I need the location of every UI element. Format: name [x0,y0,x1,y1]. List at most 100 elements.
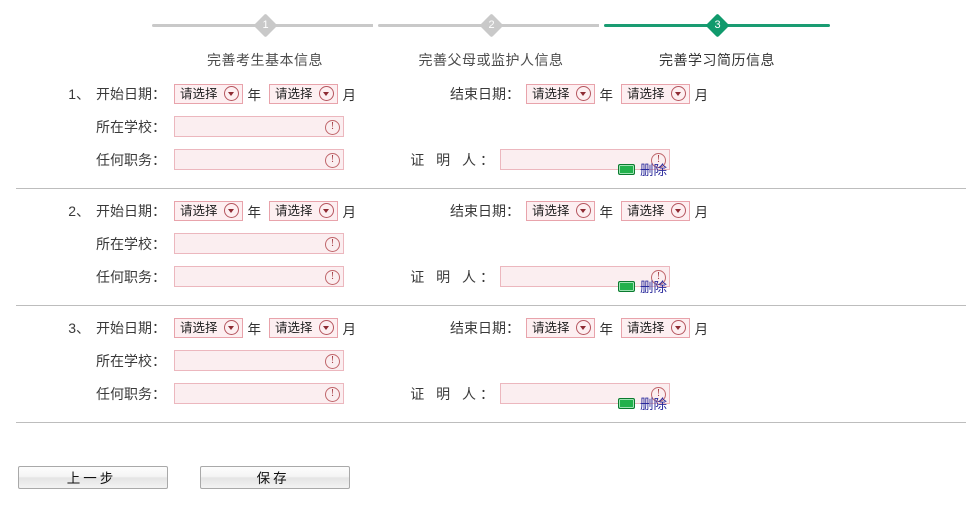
entry-1-divider [16,188,966,189]
chevron-down-icon [575,203,591,218]
entry-1-start-month-select[interactable]: 请选择 [269,83,338,104]
entry-3-school-row: 所在学校： ! [0,344,980,377]
entry-1-delete-button[interactable]: 删除 [618,159,667,179]
delete-green-icon [618,280,635,292]
entry-1-start-month-unit: 月 [342,87,357,103]
entry-3-start-month-select[interactable]: 请选择 [269,317,338,338]
entry-1-position-input[interactable] [174,149,344,170]
delete-green-icon [618,163,635,175]
entry-1-end-month-select[interactable]: 请选择 [621,83,690,104]
entry-1-end-year-value: 请选择 [532,86,570,101]
entry-3-delete-label: 删除 [640,397,667,412]
stepper-track: 1 2 3 [152,12,830,38]
entry-2-school-row: 所在学校： ! [0,227,980,260]
entry-2-start-date-label: 开始日期： [96,202,166,219]
history-entry-3: 3、 开始日期： 请选择 年 请选择 月 结束日期： 请选择 年 请选择 [0,306,980,423]
entry-1-end-date-label: 结束日期： [450,85,521,102]
entry-3-position-input[interactable] [174,383,344,404]
stepper-step-3[interactable]: 3 [599,12,830,38]
entry-1-start-year-select[interactable]: 请选择 [174,83,243,104]
entry-1-end-month-unit: 月 [694,87,709,103]
stepper-number-2: 2 [487,18,495,31]
chevron-down-icon [670,320,686,335]
entry-2-index-label: 2、 [68,202,90,219]
stepper-label-2: 完善父母或监护人信息 [418,52,564,68]
chevron-down-icon [575,86,591,101]
entry-1-index-label: 1、 [68,85,90,102]
entry-1-witness-label: 证 明 人： [410,151,498,168]
entry-2-end-year-unit: 年 [599,204,614,220]
entry-1-position-label: 任何职务： [96,151,166,168]
entry-1-delete-label: 删除 [640,163,667,178]
entry-2-end-date-label: 结束日期： [450,202,521,219]
stepper-gap-2 [373,24,378,27]
entry-2-delete-label: 删除 [640,280,667,295]
entry-1-school-input-wrap: ! [174,116,344,137]
entry-2-school-label: 所在学校： [96,235,166,252]
entry-3-position-input-wrap: ! [174,383,344,404]
entry-1-end-year-select[interactable]: 请选择 [526,83,595,104]
history-entry-2: 2、 开始日期： 请选择 年 请选择 月 结束日期： 请选择 年 请选择 [0,189,980,306]
entry-1-school-input[interactable] [174,116,344,137]
stepper-step-2[interactable]: 2 [373,12,604,38]
entry-1-end-month-value: 请选择 [627,86,665,101]
entry-2-start-month-select[interactable]: 请选择 [269,200,338,221]
entry-1-school-label: 所在学校： [96,118,166,135]
entry-3-end-year-unit: 年 [599,321,614,337]
save-button[interactable]: 保存 [199,466,350,489]
entry-2-delete-button[interactable]: 删除 [618,276,667,296]
history-entry-1: 1、 开始日期： 请选择 年 请选择 月 结束日期： 请选择 年 请选择 [0,72,980,189]
entry-1-start-month-value: 请选择 [275,86,313,101]
chevron-down-icon [670,203,686,218]
entry-3-end-month-select[interactable]: 请选择 [621,317,690,338]
entry-2-school-input[interactable] [174,233,344,254]
entry-2-position-input[interactable] [174,266,344,287]
entry-2-start-month-unit: 月 [342,204,357,220]
entry-3-end-year-select[interactable]: 请选择 [526,317,595,338]
entry-1-bottom-space [0,176,980,188]
form-footer: 上一步 保存 [0,466,980,489]
entry-3-school-label: 所在学校： [96,352,166,369]
delete-green-icon [618,397,635,409]
entry-3-bottom-space [0,410,980,422]
entry-2-start-year-select[interactable]: 请选择 [174,200,243,221]
entry-1-start-year-value: 请选择 [180,86,218,101]
stepper-marker-3: 3 [704,12,730,38]
stepper-gap-3 [599,24,604,27]
entry-3-start-year-value: 请选择 [180,320,218,335]
stepper-marker-1: 1 [252,12,278,38]
entry-1-date-row: 1、 开始日期： 请选择 年 请选择 月 结束日期： 请选择 年 请选择 [0,72,980,110]
entry-3-delete-button[interactable]: 删除 [618,393,667,413]
entry-3-position-row: 任何职务： ! 证 明 人： ! 删除 [0,377,980,413]
prev-step-button[interactable]: 上一步 [18,466,168,489]
entry-1-start-year-unit: 年 [247,87,262,103]
entry-3-index-label: 3、 [68,319,90,336]
entry-3-end-date-label: 结束日期： [450,319,521,336]
entry-1-position-input-wrap: ! [174,149,344,170]
entry-2-witness-label: 证 明 人： [410,268,498,285]
entry-2-end-month-select[interactable]: 请选择 [621,200,690,221]
entry-2-divider [16,305,966,306]
entry-1-position-row: 任何职务： ! 证 明 人： ! 删除 [0,143,980,179]
entry-2-end-year-select[interactable]: 请选择 [526,200,595,221]
entry-2-end-month-value: 请选择 [627,203,665,218]
stepper-marker-2: 2 [478,12,504,38]
stepper-label-3: 完善学习简历信息 [659,52,775,68]
entry-2-end-month-unit: 月 [694,204,709,220]
chevron-down-icon [575,320,591,335]
entry-3-position-label: 任何职务： [96,385,166,402]
stepper-number-1: 1 [261,18,269,31]
entry-3-start-year-select[interactable]: 请选择 [174,317,243,338]
entry-3-divider [16,422,966,423]
entry-3-school-input[interactable] [174,350,344,371]
wizard-stepper: 1 2 3 完善考生基本信息 完善父母或监护人信息 完善学习简历信息 [0,0,980,72]
entry-2-position-input-wrap: ! [174,266,344,287]
stepper-step-1[interactable]: 1 [152,12,378,38]
entry-3-end-year-value: 请选择 [532,320,570,335]
entry-3-start-month-value: 请选择 [275,320,313,335]
entry-1-end-year-unit: 年 [599,87,614,103]
education-history-form: 1、 开始日期： 请选择 年 请选择 月 结束日期： 请选择 年 请选择 [0,72,980,423]
chevron-down-icon [318,86,334,101]
stepper-number-3: 3 [713,18,721,31]
entry-3-date-row: 3、 开始日期： 请选择 年 请选择 月 结束日期： 请选择 年 请选择 [0,306,980,344]
